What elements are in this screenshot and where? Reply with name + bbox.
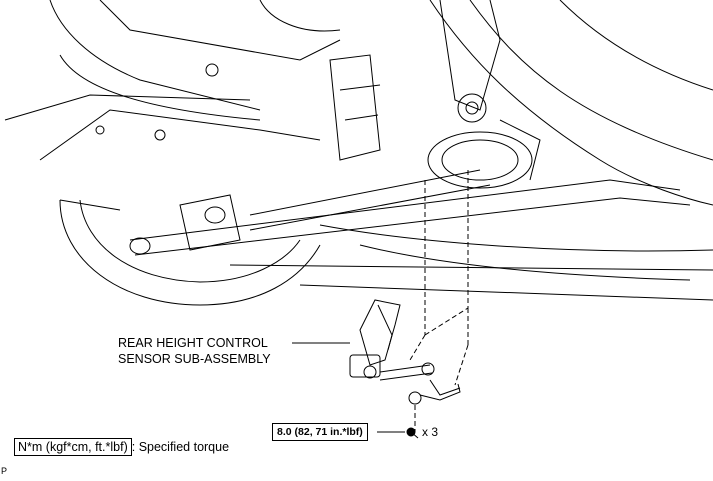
floor-panel xyxy=(229,224,713,301)
height-control-sensor xyxy=(349,299,461,405)
part-name-callout: REAR HEIGHT CONTROL SENSOR SUB-ASSEMBLY xyxy=(118,335,271,367)
suspension-arm xyxy=(129,169,691,256)
torque-spec-box: 8.0 (82, 71 in.*lbf) xyxy=(272,423,368,441)
body-panel-lines xyxy=(4,0,341,161)
torque-unit-box: N*m (kgf*cm, ft.*lbf) xyxy=(14,438,132,456)
torque-legend-desc: : Specified torque xyxy=(131,440,230,454)
panel-holes xyxy=(95,63,219,141)
part-name-line-2: SENSOR SUB-ASSEMBLY xyxy=(118,352,271,366)
bolt-icon xyxy=(406,427,419,439)
mounting-leader-lines xyxy=(409,170,469,432)
left-tire xyxy=(59,199,321,306)
hub-and-shock xyxy=(329,0,541,189)
rear-wheel-outline xyxy=(429,0,713,206)
bolt-quantity: x 3 xyxy=(422,425,439,439)
footer-code: P xyxy=(1,466,8,476)
torque-legend: N*m (kgf*cm, ft.*lbf): Specified torque xyxy=(14,438,230,456)
part-name-line-1: REAR HEIGHT CONTROL xyxy=(118,336,268,350)
